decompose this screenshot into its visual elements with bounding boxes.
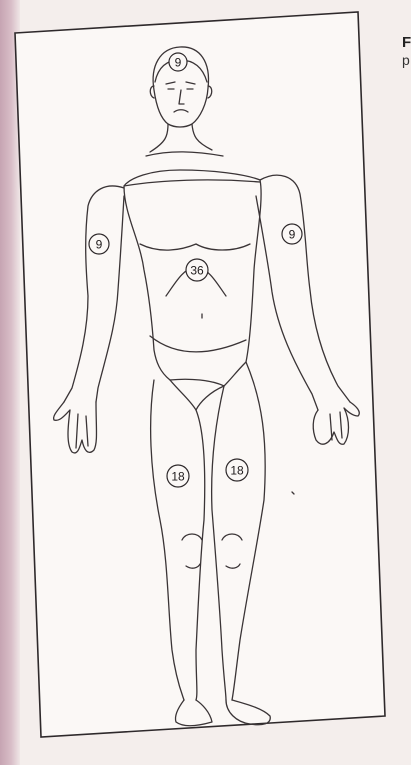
badge-trunk: 36 xyxy=(186,259,208,281)
badge-left-leg-value: 18 xyxy=(230,464,244,478)
badge-right-arm-value: 9 xyxy=(96,238,103,252)
badge-trunk-value: 36 xyxy=(190,264,204,278)
badge-right-leg: 18 xyxy=(167,465,189,487)
badge-head: 9 xyxy=(169,53,187,71)
figure-caption-text: p xyxy=(402,52,410,68)
diagram-frame xyxy=(15,12,385,737)
badge-left-arm: 9 xyxy=(282,224,302,244)
badge-left-leg: 18 xyxy=(226,459,248,481)
badge-left-arm-value: 9 xyxy=(289,228,296,242)
badge-right-leg-value: 18 xyxy=(171,470,185,484)
badge-right-arm: 9 xyxy=(89,234,109,254)
figure-caption-title: F xyxy=(402,34,411,51)
badge-head-value: 9 xyxy=(175,56,182,70)
